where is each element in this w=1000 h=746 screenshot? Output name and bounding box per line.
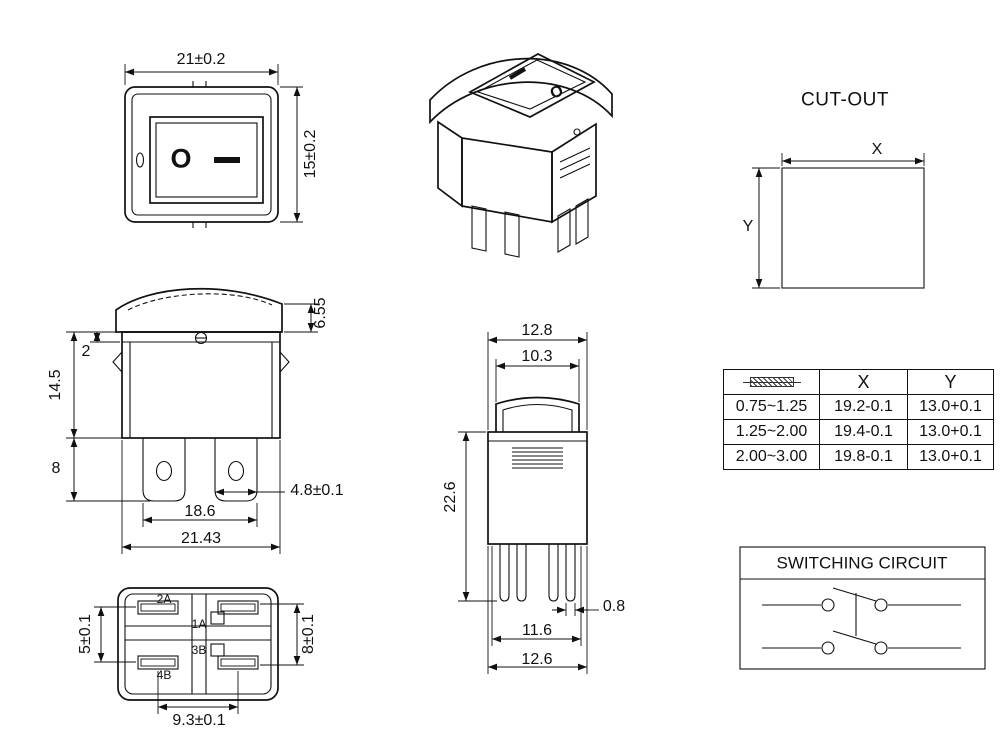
terminal-label-3b: 3B <box>191 643 207 657</box>
terminal-label-2a: 2A <box>156 592 172 606</box>
spec-cell-y: 13.0+0.1 <box>907 419 994 445</box>
spec-table-row: 1.25~2.00 19.4-0.1 13.0+0.1 <box>723 419 994 445</box>
terminal-label-4b: 4B <box>156 668 172 682</box>
spec-col-y: Y <box>907 369 994 395</box>
spec-cell-thickness: 2.00~3.00 <box>723 444 820 470</box>
end-body-width-dim: 11.6 <box>522 622 552 639</box>
spec-cell-y: 13.0+0.1 <box>907 444 994 470</box>
end-outer-width-dim: 12.6 <box>521 651 553 668</box>
front-o-marking: O <box>170 143 192 174</box>
cutout-x-label: X <box>871 141 883 158</box>
front-view-drawing <box>124 64 303 228</box>
front-height-dim: 15±0.2 <box>302 129 319 179</box>
terminal-label-1a: 1A <box>191 617 207 631</box>
end-pin-thickness-dim: 0.8 <box>602 598 626 615</box>
bottom-col-pitch-dim: 8±0.1 <box>300 614 317 654</box>
end-total-height-dim: 22.6 <box>442 481 459 513</box>
side-body-width-dim: 21.43 <box>180 530 222 547</box>
bottom-row-pitch-dim: 5±0.1 <box>77 614 94 654</box>
spec-cell-x: 19.4-0.1 <box>819 419 908 445</box>
perspective-i-marking <box>508 67 527 80</box>
panel-thickness-icon <box>742 377 801 387</box>
end-flange-width-dim: 12.8 <box>521 322 553 339</box>
spec-table-header-row: X Y <box>723 369 994 395</box>
end-rocker-width-dim: 10.3 <box>521 348 553 365</box>
spec-cell-x: 19.8-0.1 <box>819 444 908 470</box>
spec-col-x: X <box>819 369 908 395</box>
perspective-view-drawing <box>429 53 613 258</box>
side-terminal-span-dim: 18.6 <box>184 503 216 520</box>
end-view-drawing <box>458 332 599 674</box>
spec-cell-x: 19.2-0.1 <box>819 394 908 420</box>
side-terminal-height-dim: 8 <box>51 460 61 477</box>
spec-cell-y: 13.0+0.1 <box>907 394 994 420</box>
side-body-height-dim: 14.5 <box>47 369 64 401</box>
i-marking <box>214 157 240 163</box>
front-width-dim: 21±0.2 <box>176 51 226 68</box>
circuit-title: SWITCHING CIRCUIT <box>776 553 948 573</box>
cutout-spec-table: X Y 0.75~1.25 19.2-0.1 13.0+0.1 1.25~2.0… <box>723 369 994 470</box>
side-rocker-height-dim: 6.55 <box>312 297 329 329</box>
spec-col-thickness <box>723 369 820 395</box>
spec-table-row: 2.00~3.00 19.8-0.1 13.0+0.1 <box>723 444 994 470</box>
cutout-y-label: Y <box>742 218 754 235</box>
side-lip-dim: 2 <box>81 343 91 360</box>
switching-circuit-drawing <box>739 546 986 670</box>
bottom-view-drawing <box>94 587 304 714</box>
cutout-drawing <box>752 153 925 289</box>
spec-table-row: 0.75~1.25 19.2-0.1 13.0+0.1 <box>723 394 994 420</box>
cutout-title: CUT-OUT <box>801 89 889 111</box>
bottom-terminal-pitch-dim: 9.3±0.1 <box>172 712 226 729</box>
spec-cell-thickness: 0.75~1.25 <box>723 394 820 420</box>
side-terminal-width-dim: 4.8±0.1 <box>290 482 344 499</box>
side-view-drawing <box>66 287 318 554</box>
spec-cell-thickness: 1.25~2.00 <box>723 419 820 445</box>
